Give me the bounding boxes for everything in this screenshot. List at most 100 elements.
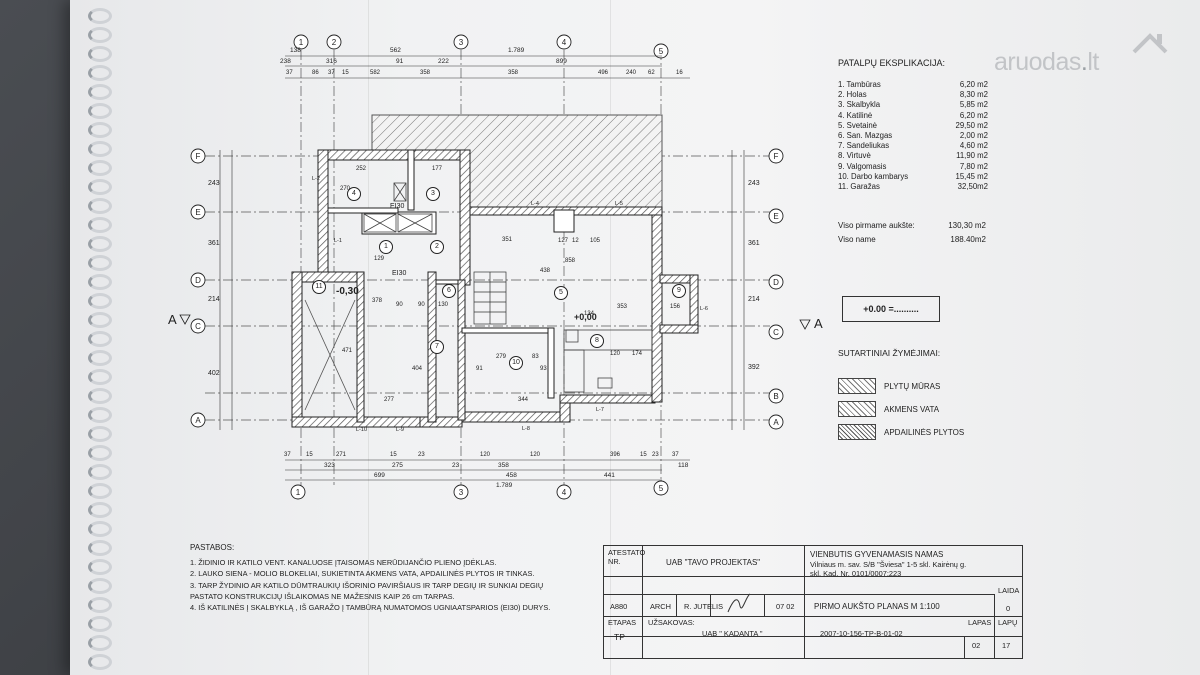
license-number: A880 [610, 602, 628, 611]
lintel-label: L-8 [522, 426, 530, 432]
client-name: UAB " KADANTA " [702, 629, 763, 638]
room-area: 7,80 m2 [959, 161, 988, 171]
svg-text:4: 4 [562, 38, 567, 47]
dimension-value: 214 [748, 296, 760, 303]
binding-ring [88, 407, 112, 423]
legend-label: PLYTŲ MŪRAS [884, 381, 941, 391]
svg-text:2: 2 [332, 38, 337, 47]
level-mark: +0,00 [574, 312, 597, 322]
binding-ring [88, 464, 112, 480]
stone-wool-swatch [838, 401, 876, 417]
dimension-value: 358 [508, 70, 519, 76]
binding-ring [88, 236, 112, 252]
dimension-value: 177 [432, 166, 443, 172]
sheet-label: LAPAS [968, 618, 992, 627]
dimension-value: 37 [672, 452, 679, 458]
legend-item-facing-brick: APDAILINĖS PLYTOS [838, 424, 964, 440]
dimension-value: 15 [306, 452, 313, 458]
dimension-value: 138 [290, 47, 301, 54]
project-address-2: skl. Kad. Nr. 0101/0007:223 [810, 569, 902, 578]
dimension-value: 351 [502, 237, 513, 243]
room-area: 4,60 m2 [959, 141, 988, 151]
total-house-value: 188.40m2 [950, 235, 986, 244]
sheet-title: PIRMO AUKŠTO PLANAS M 1:100 [814, 602, 940, 611]
binding-ring [88, 635, 112, 651]
dimension-value: 344 [518, 397, 529, 403]
note-item: PASTATO KONSTRUKCIJŲ IŠLAIKOMAS NE MAŽES… [190, 591, 455, 601]
dimension-value: 129 [374, 256, 385, 262]
svg-text:5: 5 [659, 47, 664, 56]
binding-ring [88, 27, 112, 43]
area-totals: Viso pirmame aukšte: 130,30 m2 Viso name… [838, 219, 986, 247]
dimension-value: 37 [286, 70, 293, 76]
svg-text:F: F [196, 152, 201, 161]
dimension-value: 240 [626, 70, 637, 76]
laida-label: LAIDA [998, 586, 1020, 595]
dimension-value: 120 [480, 452, 491, 458]
dimension-value: 353 [617, 304, 628, 310]
total-first-floor-value: 130,30 m2 [948, 221, 986, 230]
watermark-text: aruodas [994, 48, 1081, 76]
svg-text:1: 1 [296, 488, 301, 497]
dimension-value: 562 [390, 47, 401, 54]
dimension-value: 279 [496, 354, 507, 360]
room-area: 5,85 m2 [959, 100, 988, 110]
svg-text:A: A [195, 416, 201, 425]
svg-text:4: 4 [562, 488, 567, 497]
dimension-value: 37 [284, 452, 291, 458]
section-label: A [814, 316, 823, 331]
dimension-value: 23 [652, 452, 659, 458]
svg-text:F: F [774, 152, 779, 161]
binding-ring [88, 654, 112, 670]
room-name: 1. Tambūras [838, 80, 881, 89]
lintel-label: L-9 [396, 427, 404, 433]
title-block: ATESTATO NR. UAB "TAVO PROJEKTAS" VIENBU… [603, 545, 1023, 659]
dimension-value: 275 [392, 462, 403, 469]
binding-ring [88, 502, 112, 518]
svg-text:E: E [195, 208, 200, 217]
room-name: 7. Sandeliukas [838, 141, 890, 151]
dimension-value: 12 [572, 238, 579, 244]
dimension-value: 130 [438, 302, 449, 308]
dimension-value: 699 [374, 472, 385, 479]
sheet-count: 17 [1002, 641, 1011, 650]
room-name: 4. Katilinė [838, 110, 873, 120]
dimension-value: 471 [342, 348, 353, 354]
room-number-marker: 1 [379, 240, 393, 254]
binding-ring [88, 103, 112, 119]
dimension-value: 392 [748, 364, 760, 371]
dimension-value: 899 [556, 58, 567, 65]
dimension-value: 16 [676, 70, 683, 76]
binding-ring [88, 46, 112, 62]
dimension-value: 361 [208, 240, 220, 247]
dimension-value: 120 [610, 351, 621, 357]
binding-ring [88, 84, 112, 100]
binding-ring [88, 274, 112, 290]
dimension-value: 90 [396, 302, 403, 308]
section-markers [179, 314, 811, 330]
legend-label: APDAILINĖS PLYTOS [884, 427, 965, 437]
axis-column-markers [190, 34, 784, 500]
client-label: UŽSAKOVAS: [648, 618, 695, 627]
room-area: 8,30 m2 [959, 90, 988, 100]
garage-floor-slope-lines [304, 299, 356, 411]
svg-text:C: C [773, 328, 779, 337]
binding-ring [88, 540, 112, 556]
binding-ring [88, 350, 112, 366]
lintel-label: L-2 [312, 176, 320, 182]
lintel-label: L-5 [615, 201, 623, 207]
dimension-value: 1.789 [508, 47, 525, 54]
notes-title: PASTABOS: [190, 543, 235, 552]
legend-title: SUTARTINIAI ŽYMĖJIMAI: [838, 348, 941, 358]
note-item: 2. LAUKO SIENA - MOLIO BLOKELIAI, SUKIET… [190, 569, 535, 579]
binding-ring [88, 559, 112, 575]
dimension-value: 323 [324, 462, 335, 469]
dimension-value: 243 [748, 180, 760, 187]
dimension-value: 858 [565, 258, 576, 264]
